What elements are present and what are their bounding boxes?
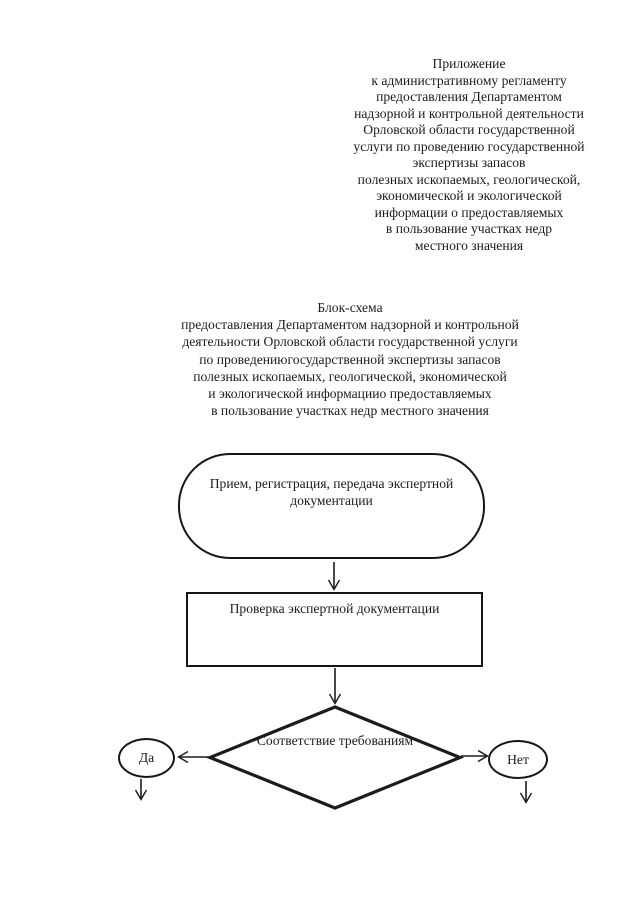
appendix-note-line: услуги по проведению государственной bbox=[353, 138, 585, 154]
appendix-note-line: местного значения bbox=[414, 237, 524, 253]
arrow-check-to-decision bbox=[328, 668, 342, 705]
document-title-line: деятельности Орловской области государст… bbox=[182, 334, 518, 350]
arrow-start-to-check bbox=[327, 562, 341, 591]
document-title: Блок-схема предоставления Департаментом … bbox=[106, 299, 594, 419]
flowchart-node-check-label: Проверка экспертной документации bbox=[229, 601, 440, 616]
flowchart-node-no-label: Нет bbox=[507, 751, 529, 767]
appendix-note-line: в пользование участках недр bbox=[385, 221, 553, 236]
appendix-note-line: надзорной и контрольной деятельности bbox=[354, 105, 584, 121]
appendix-note-line: экспертизы запасов bbox=[412, 155, 526, 170]
document-title-line: Блок-схема bbox=[317, 300, 383, 315]
appendix-note-line: полезных ископаемых, геологической, bbox=[357, 171, 581, 187]
arrow-yes-exit bbox=[134, 779, 148, 801]
appendix-note-line: предоставления Департаментом bbox=[376, 89, 562, 104]
document-title-line: по проведениюгосударственной экспертизы … bbox=[199, 351, 501, 367]
decision-diamond-shape bbox=[205, 705, 465, 810]
appendix-note-line: информации о предоставляемых bbox=[374, 204, 564, 220]
flowchart-node-no: Нет bbox=[488, 740, 548, 779]
flowchart-node-start-label: Прием, регистрация, передача экспертной … bbox=[209, 476, 454, 508]
document-title-line: и экологической информациио предоставляе… bbox=[208, 386, 492, 402]
flowchart-node-yes: Да bbox=[118, 738, 175, 778]
arrow-no-exit bbox=[519, 781, 533, 804]
flowchart-node-start: Прием, регистрация, передача экспертной … bbox=[178, 453, 485, 559]
appendix-note-line: к административному регламенту bbox=[371, 72, 567, 88]
document-title-line: в пользование участках недр местного зна… bbox=[211, 403, 489, 419]
appendix-note-line: экономической и экологической bbox=[376, 188, 562, 203]
arrow-decision-to-yes bbox=[177, 750, 209, 764]
flowchart-node-check: Проверка экспертной документации bbox=[186, 592, 483, 667]
appendix-note: Приложение к административному регламент… bbox=[310, 56, 628, 254]
document-title-line: предоставления Департаментом надзорной и… bbox=[181, 317, 519, 333]
flowchart-node-decision-label: Соответствие требованиям bbox=[256, 733, 414, 748]
appendix-note-line: Орловской области государственной bbox=[363, 122, 575, 137]
document-title-line: полезных ископаемых, геологической, экон… bbox=[193, 368, 507, 384]
arrow-decision-to-no bbox=[461, 749, 489, 763]
flowchart-node-yes-label: Да bbox=[138, 750, 155, 765]
appendix-note-line: Приложение bbox=[432, 56, 506, 71]
